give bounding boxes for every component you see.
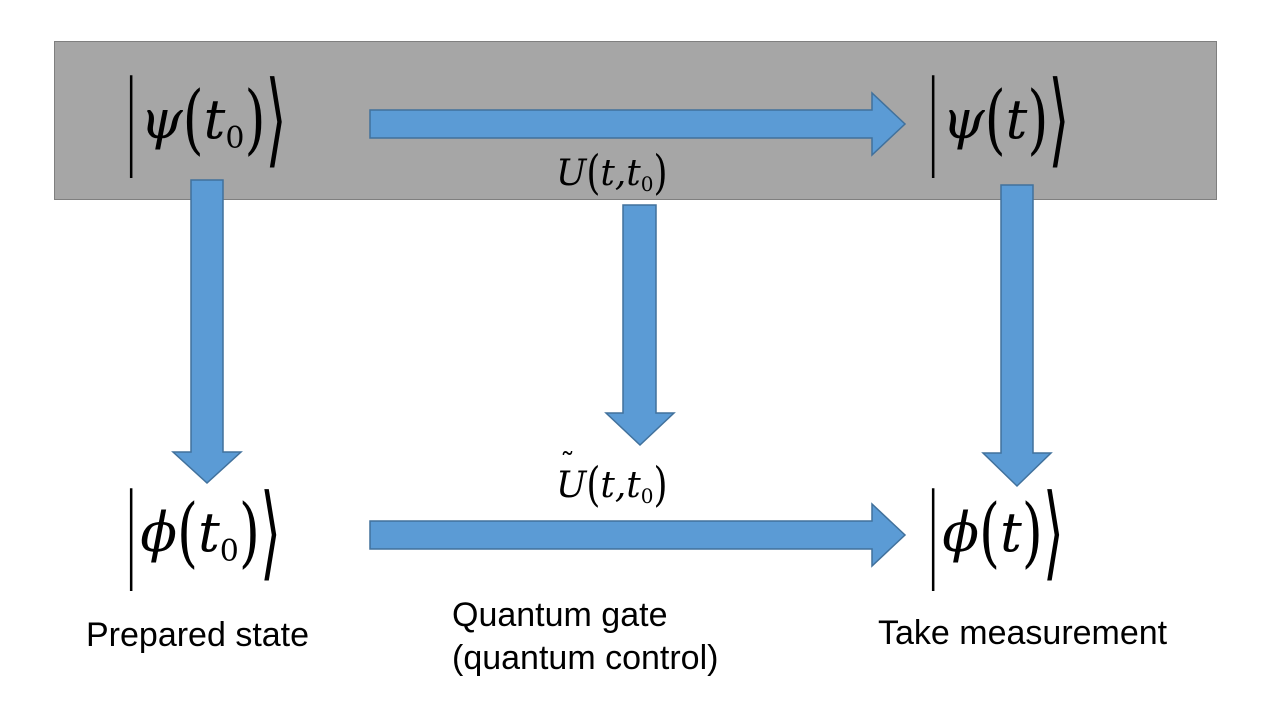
arrow-phi-evolution: [369, 502, 907, 568]
arrow-control-map: [604, 204, 676, 447]
operator-u: U(t,t0): [556, 146, 668, 200]
time-variable: t: [203, 88, 226, 151]
phi-symbol: ϕ: [140, 501, 178, 564]
u-symbol: U: [556, 465, 587, 506]
ket-psi-t0: |ψ(t0)⟩: [122, 59, 287, 179]
tilde-mark: ˜: [560, 447, 575, 482]
psi-symbol: ψ: [140, 88, 183, 151]
arrow-psi-evolution: [369, 91, 907, 157]
arrow-measure: [981, 184, 1053, 488]
time-variable: t: [198, 501, 220, 564]
arrow-prepare: [171, 179, 243, 485]
u-symbol: U: [556, 153, 587, 194]
ket-psi-t: |ψ(t)⟩: [924, 59, 1070, 179]
operator-args: t,t: [600, 153, 641, 194]
caption-quantum-gate-line1: Quantum gate: [452, 596, 668, 634]
ket-phi-t0: |ϕ(t0)⟩: [122, 472, 282, 592]
subscript-zero: 0: [640, 484, 654, 508]
caption-take-measurement: Take measurement: [878, 614, 1168, 652]
subscript-zero: 0: [225, 121, 245, 156]
operator-args: t,t: [600, 465, 641, 506]
operator-u-tilde: ˜U(t,t0): [556, 447, 668, 512]
time-variable: t: [1005, 88, 1028, 151]
subscript-zero: 0: [640, 172, 654, 196]
subscript-zero: 0: [219, 534, 239, 569]
time-variable: t: [1000, 501, 1022, 564]
psi-symbol: ψ: [942, 88, 985, 151]
caption-quantum-gate: Quantum gate (quantum control): [452, 594, 718, 679]
phi-symbol: ϕ: [942, 501, 980, 564]
caption-quantum-gate-line2: (quantum control): [452, 638, 719, 677]
ket-phi-t: |ϕ(t)⟩: [924, 472, 1064, 592]
caption-prepared-state: Prepared state: [86, 616, 310, 654]
